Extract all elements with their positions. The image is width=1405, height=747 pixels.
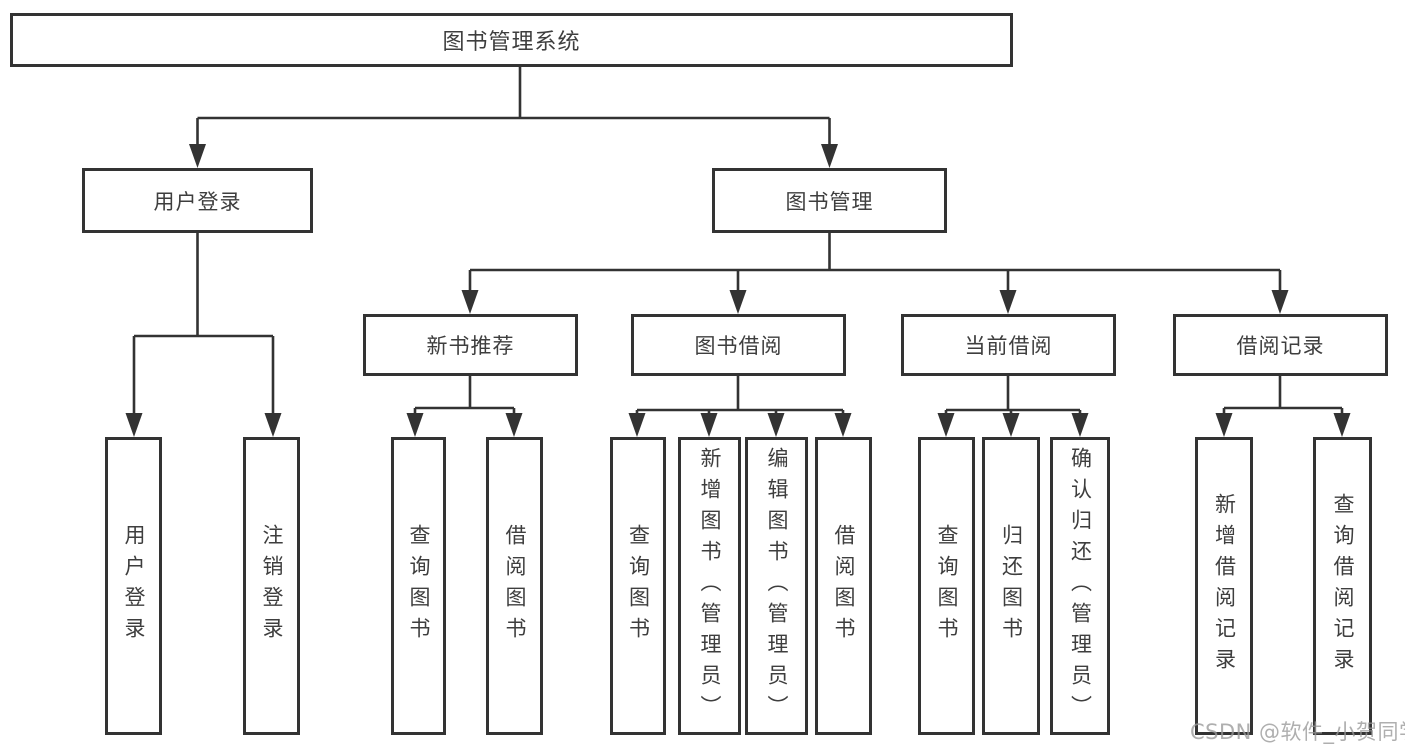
leaf-borrow-books-recommend-label: 借阅图书	[503, 524, 527, 648]
leaf-user-login: 用户登录	[105, 437, 162, 735]
leaf-add-books-admin: 新增图书（管理员）	[678, 437, 741, 735]
leaf-query-books-current-label: 查询图书	[935, 524, 959, 648]
node-new-book-recommend: 新书推荐	[363, 314, 578, 376]
leaf-return-books: 归还图书	[982, 437, 1040, 735]
leaf-add-borrow-record: 新增借阅记录	[1195, 437, 1253, 735]
node-user-login-label: 用户登录	[153, 189, 242, 214]
edge-newbook-to-leaves	[413, 376, 516, 421]
arrowheads	[125, 144, 1351, 437]
leaf-add-borrow-record-label: 新增借阅记录	[1212, 493, 1237, 679]
leaf-query-books-recommend-label: 查询图书	[407, 524, 431, 648]
leaf-logout-label: 注销登录	[260, 524, 284, 648]
leaf-edit-books-admin-label: 编辑图书（管理员）	[765, 446, 789, 726]
csdn-watermark: CSDN @软件_小贺同学	[1190, 720, 1405, 744]
edge-records-to-leaves	[1222, 376, 1344, 421]
leaf-borrow-books: 借阅图书	[815, 437, 872, 735]
node-book-management: 图书管理	[712, 168, 947, 233]
node-new-book-recommend-label: 新书推荐	[426, 334, 515, 358]
leaf-user-login-label: 用户登录	[122, 524, 146, 648]
leaf-confirm-return-admin: 确认归还（管理员）	[1050, 437, 1110, 735]
node-book-borrowing-label: 图书借阅	[694, 334, 783, 358]
node-library-system: 图书管理系统	[10, 13, 1013, 67]
node-current-borrowing: 当前借阅	[901, 314, 1116, 376]
leaf-borrow-books-recommend: 借阅图书	[486, 437, 543, 735]
node-book-borrowing: 图书借阅	[631, 314, 846, 376]
leaf-logout: 注销登录	[243, 437, 300, 735]
node-user-login: 用户登录	[82, 168, 313, 233]
leaf-query-books-current: 查询图书	[918, 437, 975, 735]
leaf-query-borrow-record-label: 查询借阅记录	[1331, 493, 1355, 679]
leaf-query-borrow-record: 查询借阅记录	[1313, 437, 1372, 735]
leaf-return-books-label: 归还图书	[999, 524, 1024, 648]
node-current-borrowing-label: 当前借阅	[964, 334, 1053, 358]
edge-userlogin-to-leaves	[132, 233, 275, 421]
edge-root-to-level2	[196, 67, 831, 150]
leaf-confirm-return-admin-label: 确认归还（管理员）	[1068, 446, 1093, 726]
edge-bookmgmt-to-level3	[468, 233, 1282, 298]
node-library-system-label: 图书管理系统	[442, 30, 581, 55]
leaf-edit-books-admin: 编辑图书（管理员）	[745, 437, 808, 735]
leaf-query-books-borrowing: 查询图书	[610, 437, 666, 735]
leaf-add-books-admin-label: 新增图书（管理员）	[698, 446, 722, 726]
node-borrowing-records: 借阅记录	[1173, 314, 1388, 376]
leaf-borrow-books-label: 借阅图书	[832, 524, 856, 648]
edge-borrow-to-leaves	[635, 376, 845, 421]
leaf-query-books-recommend: 查询图书	[391, 437, 446, 735]
node-borrowing-records-label: 借阅记录	[1236, 334, 1325, 358]
node-book-management-label: 图书管理	[785, 189, 874, 214]
leaf-query-books-borrowing-label: 查询图书	[626, 524, 651, 648]
